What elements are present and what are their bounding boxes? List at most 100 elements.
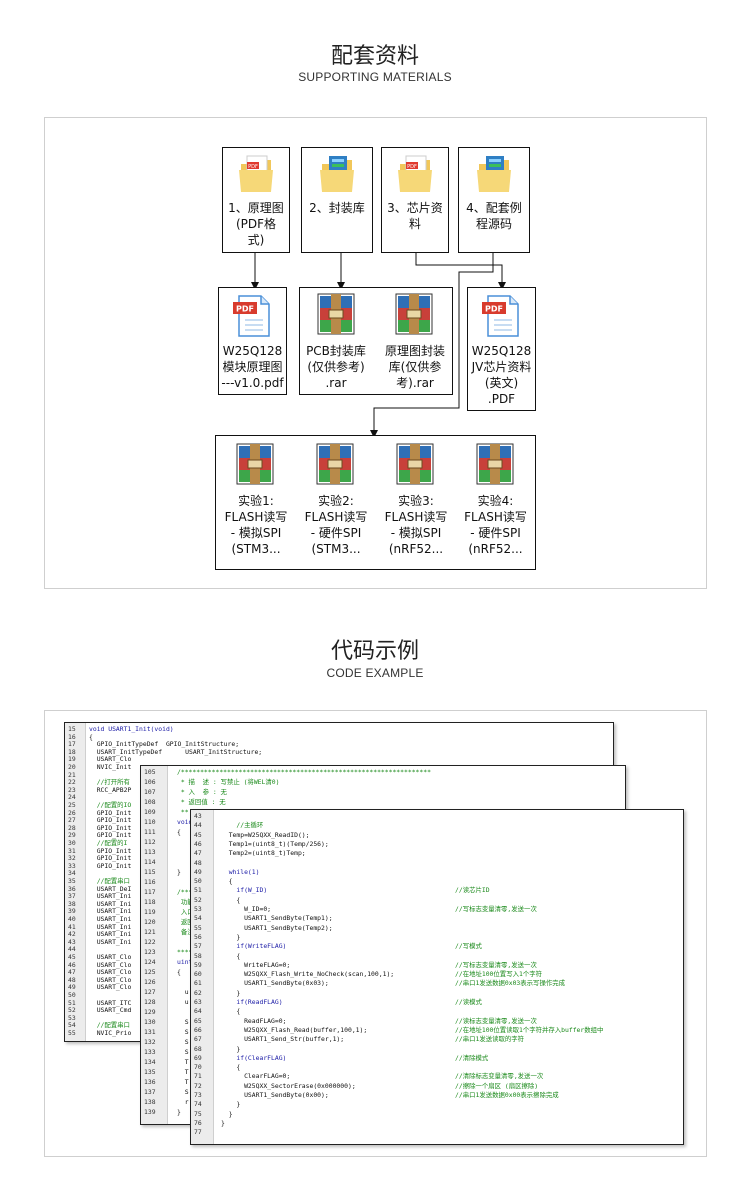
line-number: 139 (144, 1108, 156, 1116)
label-line: (STM3... (231, 542, 281, 556)
line-number: 122 (144, 938, 156, 946)
code-line: { (221, 895, 241, 904)
label-line: (PDF格 (235, 217, 277, 231)
folder-label: 2、封装库 (302, 200, 372, 216)
code-line: 备注 (177, 928, 194, 936)
code-line: S (177, 1028, 189, 1036)
line-number: 133 (144, 1048, 156, 1056)
file-chip-datasheet-pdf[interactable]: PDF W25Q128 JV芯片资料 (英文) .PDF (467, 287, 536, 411)
code-line: W25QXX_Flash_Write_NoCheck(scan,100,1); (221, 970, 395, 979)
code-comment: //擦除一个扇区 (扇区擦除) (455, 1081, 539, 1090)
line-number: 52 (194, 895, 202, 904)
line-number: 26 (68, 808, 76, 817)
code-line: T (177, 1078, 189, 1086)
code-line: r (177, 1098, 189, 1106)
line-number: 58 (194, 951, 202, 960)
label-line: 考).rar (396, 376, 434, 390)
line-number: 63 (194, 998, 202, 1006)
rar-archive-icon[interactable] (316, 292, 356, 338)
code-line: USART_DeI (89, 884, 132, 893)
code-line: RCC_APB2P (89, 785, 132, 794)
folder-label: 3、芯片资 料 (382, 200, 448, 232)
label-line: (nRF52... (468, 542, 523, 556)
code-line: } (177, 868, 181, 876)
code-comment: //读芯片ID (455, 886, 490, 895)
line-number: 75 (194, 1109, 202, 1118)
line-number: 45 (194, 830, 202, 839)
line-number: 51 (194, 886, 202, 895)
line-number: 108 (144, 798, 156, 806)
code-line: void (177, 818, 193, 826)
experiment-1[interactable]: 实验1: FLASH读写 - 模拟SPI (STM3... (216, 436, 296, 569)
rar-archive-icon[interactable] (394, 292, 434, 338)
code-line: 入口 (177, 908, 194, 916)
code-line: if(WriteFLAG) (221, 942, 287, 951)
label-line: FLASH读写 (304, 510, 368, 524)
rar-archive-icon (476, 443, 514, 485)
folder-package-lib[interactable]: 2、封装库 (301, 147, 373, 253)
line-number: 67 (194, 1035, 202, 1044)
file-schematic-pdf[interactable]: PDF W25Q128 模块原理图 ---v1.0.pdf (218, 287, 287, 395)
line-number: 129 (144, 1008, 156, 1016)
line-number: 55 (194, 923, 202, 932)
line-number: 23 (68, 785, 76, 794)
experiment-3[interactable]: 实验3: FLASH读写 - 模拟SPI (nRF52... (376, 436, 456, 569)
line-number: 46 (68, 960, 76, 969)
code-line: Temp1=(uint8_t)(Temp/256); (221, 839, 329, 848)
code-line: USART_Ini (89, 907, 132, 916)
line-number: 33 (68, 861, 76, 870)
label-line: JV芯片资料 (471, 360, 532, 374)
line-number: 134 (144, 1058, 156, 1066)
label-line: 库(仅供参 (388, 360, 442, 374)
code-line: S (177, 1038, 189, 1046)
label-line: 1、原理图 (228, 201, 284, 215)
folder-chip-docs[interactable]: PDF 3、芯片资 料 (381, 147, 449, 253)
line-number: 111 (144, 828, 156, 836)
line-number: 48 (194, 858, 202, 867)
label-line: 料 (408, 217, 421, 231)
line-number: 123 (144, 948, 156, 956)
line-number: 50 (68, 991, 76, 999)
code-line: GPIO_Init (89, 846, 132, 855)
label-line: 3、芯片资 (387, 201, 443, 215)
code-line: USART1_SendByte(Temp2); (221, 923, 333, 932)
line-number: 59 (194, 960, 202, 969)
line-number: 137 (144, 1088, 156, 1096)
line-number: 53 (194, 905, 202, 913)
code-line: ReadFLAG=0; (221, 1016, 287, 1025)
code-line: } (221, 1044, 241, 1053)
experiment-2[interactable]: 实验2: FLASH读写 - 硬件SPI (STM3... (296, 436, 376, 569)
experiment-4[interactable]: 实验4: FLASH读写 - 硬件SPI (nRF52... (456, 436, 535, 569)
line-number: 131 (144, 1028, 156, 1036)
code-line: USART_Clo (89, 975, 132, 984)
code-comment: //串口1发送数据0x03表示写操作完成 (455, 979, 566, 988)
code-line: **** (177, 948, 193, 956)
code-line: ** (177, 808, 189, 816)
line-number: 120 (144, 918, 156, 926)
line-number: 60 (194, 970, 202, 979)
line-number: 71 (194, 1072, 202, 1081)
label-line: (英文) (484, 376, 519, 390)
code-line: if(ClearFLAG) (221, 1053, 287, 1062)
line-number: 117 (144, 888, 156, 896)
code-line: GPIO_Init (89, 808, 132, 817)
label-line: PCB封装库 (306, 344, 366, 358)
code-comment: //写标志变量清零,发送一次 (455, 905, 537, 913)
line-number: 30 (68, 839, 76, 847)
folder-label: 4、配套例 程源码 (459, 200, 529, 232)
line-number: 17 (68, 740, 76, 749)
code-line: } (221, 932, 241, 941)
code-line: USART_ITC (89, 998, 132, 1007)
code-line: * 入 参 : 无 (177, 788, 227, 796)
code-comment: //在地址100位置读取1个字符并存入buffer数组中 (455, 1025, 604, 1034)
label-line: 原理图封装 (384, 344, 445, 358)
folder-schematic[interactable]: PDF 1、原理图 (PDF格 式) (222, 147, 290, 253)
line-number: 20 (68, 763, 76, 771)
code-line: //配置串口 (89, 877, 130, 885)
folder-example-code[interactable]: 4、配套例 程源码 (458, 147, 530, 253)
line-number: 136 (144, 1078, 156, 1086)
line-number: 36 (68, 884, 76, 893)
pdf-file-icon: PDF (482, 295, 519, 337)
code-subtitle: CODE EXAMPLE (326, 666, 424, 680)
line-number: 48 (68, 975, 76, 984)
